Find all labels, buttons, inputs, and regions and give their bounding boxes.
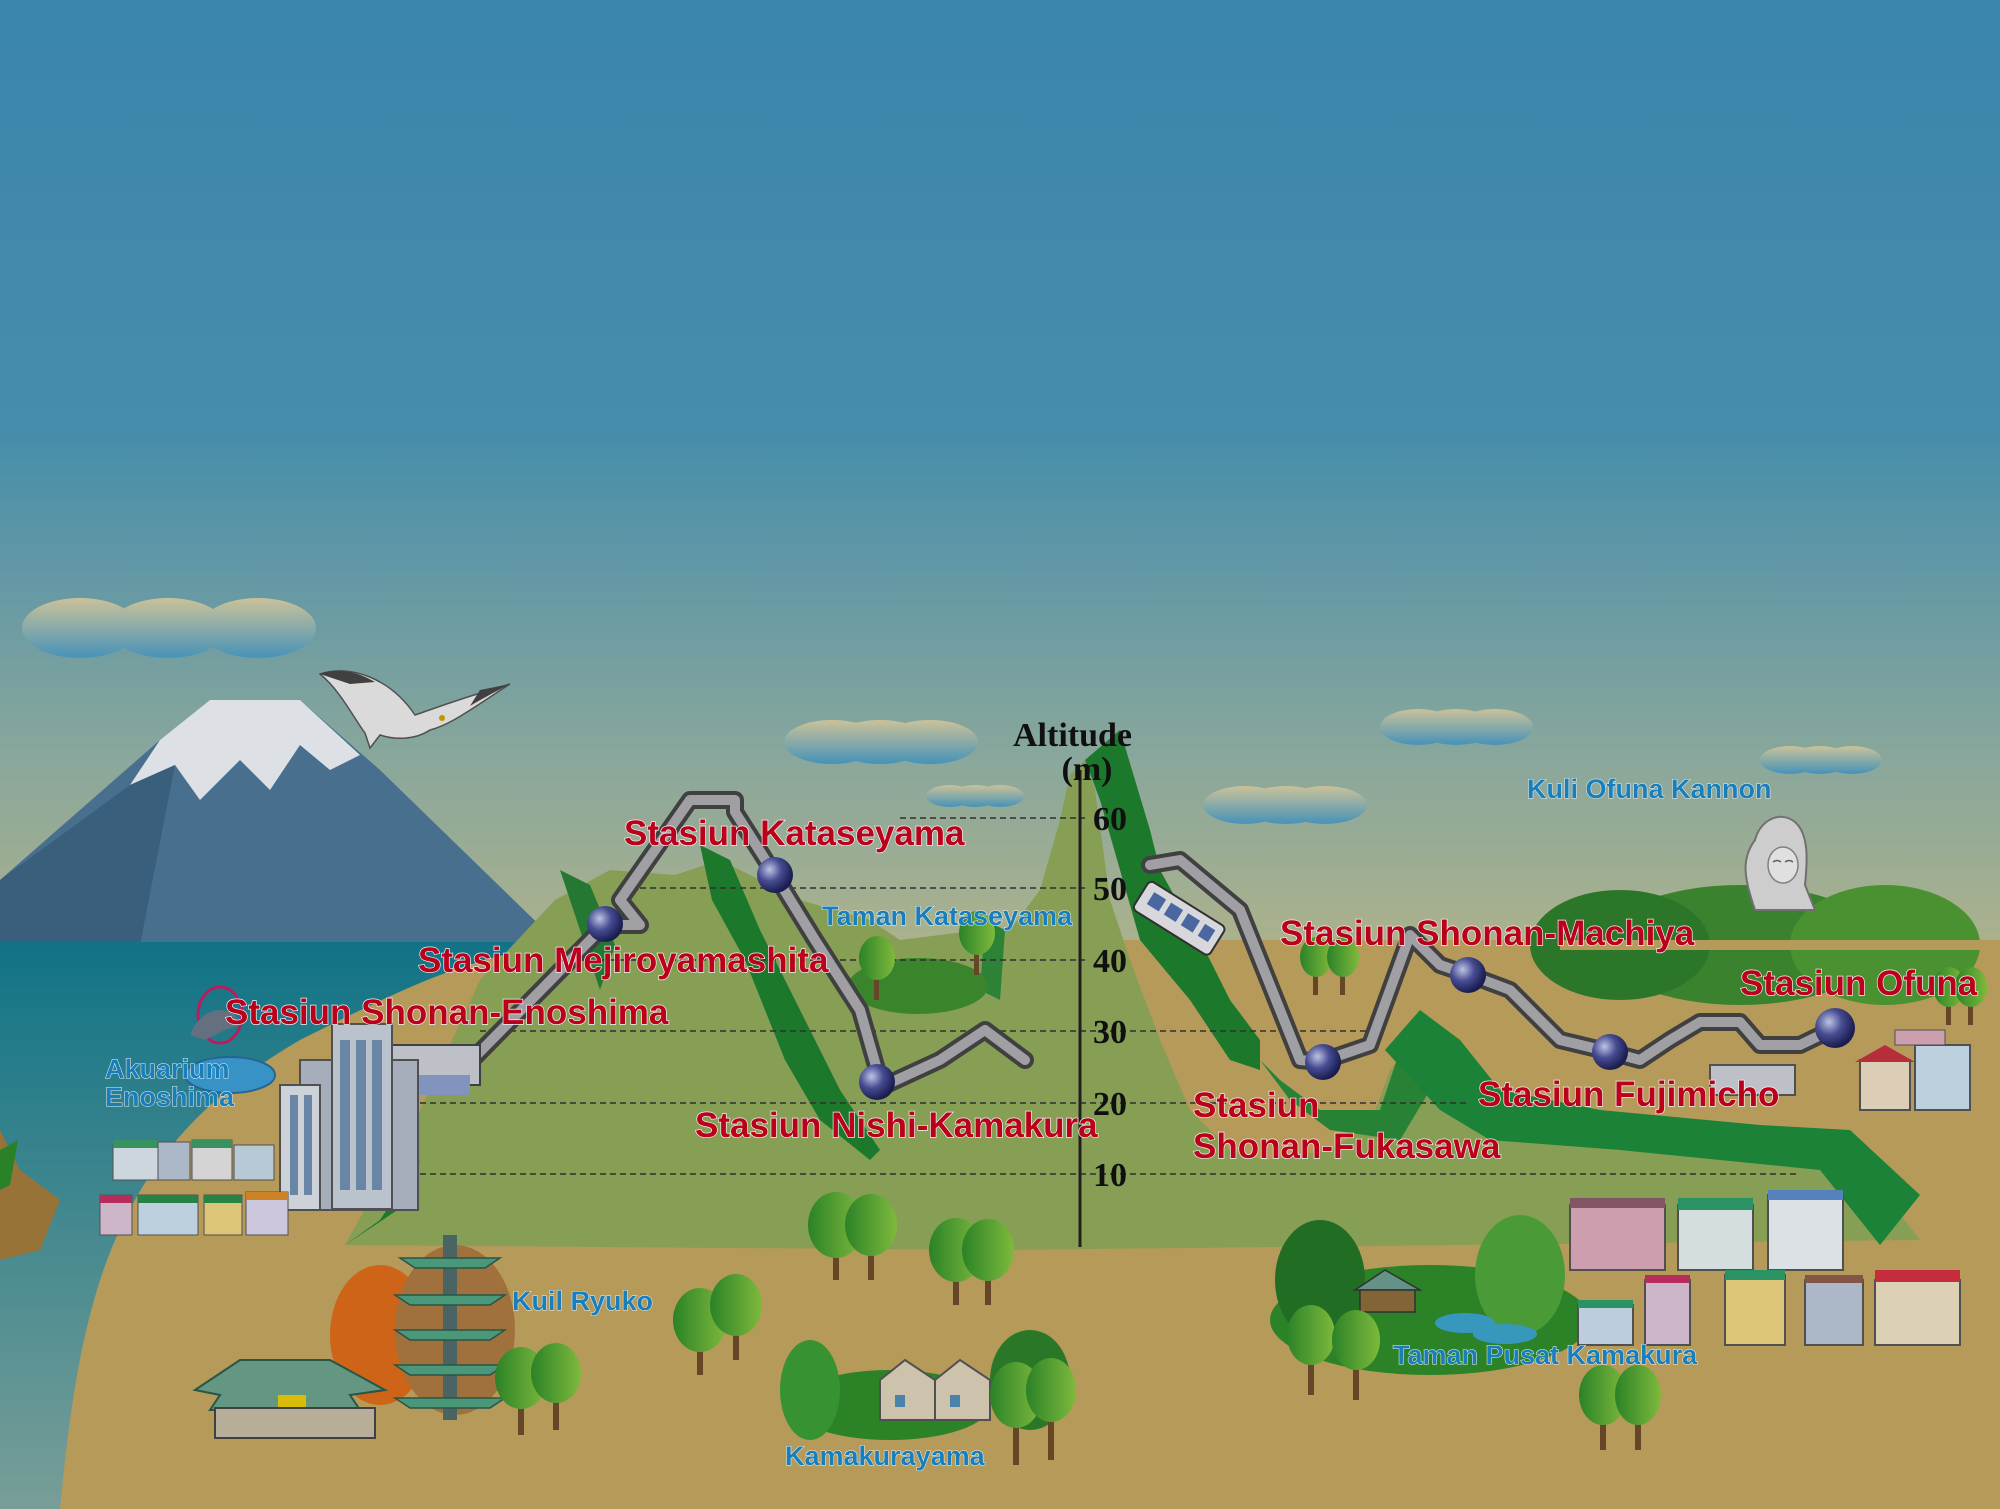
label-ofuna-kannon: Kuli Ofuna Kannon bbox=[1527, 774, 1771, 804]
altitude-axis-unit: (m) bbox=[1062, 751, 1113, 788]
label-station-kataseyama: Stasiun Kataseyama bbox=[624, 814, 965, 853]
rocks bbox=[0, 1130, 60, 1260]
tick-label-10: 10 bbox=[1093, 1157, 1127, 1194]
station-marker-kataseyama bbox=[757, 857, 793, 893]
tick-label-50: 50 bbox=[1093, 871, 1127, 908]
enoshima-station-building bbox=[279, 1023, 481, 1211]
station-markers bbox=[587, 857, 1855, 1100]
station-marker-shonan-machiya bbox=[1450, 957, 1486, 993]
tick-label-60: 60 bbox=[1093, 801, 1127, 838]
label-station-shonan-machiya: Stasiun Shonan-Machiya bbox=[1280, 914, 1695, 953]
kannon-hill bbox=[1530, 885, 2000, 1005]
label-station-ofuna: Stasiun Ofuna bbox=[1740, 964, 1978, 1003]
station-marker-nishi-kamakura bbox=[859, 1064, 895, 1100]
label-station-fujimicho: Stasiun Fujimicho bbox=[1478, 1075, 1779, 1114]
left-shops bbox=[99, 1139, 289, 1236]
aquarium-icon bbox=[184, 985, 276, 1094]
label-taman-kataseyama: Taman Kataseyama bbox=[822, 901, 1073, 931]
label-kamakurayama: Kamakurayama bbox=[785, 1441, 986, 1471]
tick-label-20: 20 bbox=[1093, 1086, 1127, 1123]
rock-shrub bbox=[0, 1140, 18, 1190]
right-shops bbox=[1569, 1029, 1971, 1346]
ryuko-temple-icon bbox=[192, 1235, 515, 1439]
seagull-icon bbox=[318, 670, 511, 750]
ofuna-kannon-icon bbox=[1744, 815, 1817, 911]
label-kuil-ryuko: Kuil Ryuko bbox=[512, 1286, 653, 1316]
station-marker-ofuna bbox=[1815, 1008, 1855, 1048]
label-akuarium-line1: Akuarium bbox=[105, 1054, 230, 1084]
label-station-shonan-fukasawa-line1: Stasiun bbox=[1193, 1086, 1319, 1125]
label-station-nishi-kamakura: Stasiun Nishi-Kamakura bbox=[695, 1106, 1098, 1145]
taman-pusat-park-icon bbox=[1270, 1215, 1590, 1375]
station-marker-mejiroyamashita bbox=[587, 906, 623, 942]
label-akuarium-line2: Enoshima bbox=[105, 1082, 235, 1112]
station-marker-fujimicho bbox=[1592, 1034, 1628, 1070]
label-taman-pusat: Taman Pusat Kamakura bbox=[1393, 1340, 1698, 1370]
label-station-shonan-fukasawa-line2: Shonan-Fukasawa bbox=[1193, 1127, 1501, 1166]
trees bbox=[495, 911, 1987, 1465]
altitude-axis-title: Altitude bbox=[1013, 717, 1132, 754]
mount-fuji bbox=[0, 700, 560, 945]
clouds bbox=[22, 598, 1882, 824]
monorail-car-icon bbox=[1132, 880, 1226, 956]
elevation-hills bbox=[345, 730, 1920, 1250]
tick-label-30: 30 bbox=[1093, 1014, 1127, 1051]
label-station-mejiroyamashita: Stasiun Mejiroyamashita bbox=[418, 941, 829, 980]
station-marker-shonan-fukasawa bbox=[1305, 1044, 1341, 1080]
tick-label-40: 40 bbox=[1093, 943, 1127, 980]
label-station-shonan-enoshima: Stasiun Shonan-Enoshima bbox=[225, 993, 669, 1032]
